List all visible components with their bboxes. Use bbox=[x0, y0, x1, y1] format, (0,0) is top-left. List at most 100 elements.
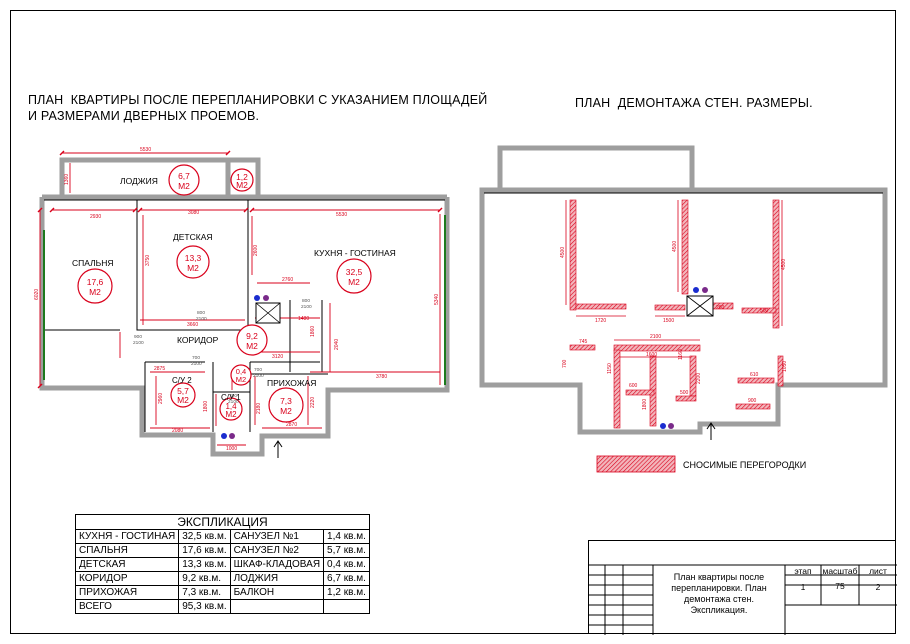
demolished-wall-8 bbox=[613, 344, 701, 352]
table-cell: СПАЛЬНЯ bbox=[74, 543, 180, 558]
table-cell: САНУЗЕЛ №1 bbox=[229, 529, 325, 544]
stamp-scale-value: 75 bbox=[835, 581, 845, 591]
area-corridor: 9,2 bbox=[246, 331, 258, 341]
room-bath2: С/У 2 bbox=[172, 376, 192, 385]
table-row: КУХНЯ - ГОСТИНАЯ 32,5 кв.м. САНУЗЕЛ №1 1… bbox=[74, 529, 370, 544]
table-cell: ЛОДЖИЯ bbox=[229, 571, 325, 586]
demolished-wall-5 bbox=[772, 199, 780, 329]
dim-k-door: 2760 bbox=[282, 277, 293, 283]
table-cell: КОРИДОР bbox=[74, 571, 180, 586]
dim-c3660: 3660 bbox=[187, 322, 198, 328]
table-row: ПРИХОЖАЯ 7,3 кв.м. БАЛКОН 1,2 кв.м. bbox=[74, 585, 370, 600]
door-bath1-h: 2100 bbox=[228, 399, 239, 405]
door-kids-w: 800 bbox=[197, 310, 205, 316]
dim-r-e: 4500 bbox=[781, 259, 787, 270]
table-cell: 17,6 кв.м. bbox=[178, 543, 231, 558]
demolished-wall-13 bbox=[675, 395, 697, 402]
area-kitchen: 32,5 bbox=[346, 267, 363, 277]
door-bath2-h: 2100 bbox=[191, 361, 202, 367]
left-plan-title: ПЛАН КВАРТИРЫ ПОСЛЕ ПЕРЕПЛАНИРОВКИ С УКА… bbox=[28, 93, 488, 123]
dim-c3120: 3120 bbox=[272, 354, 283, 360]
dim-v1860: 1860 bbox=[310, 326, 316, 337]
area-kids: 13,3 bbox=[185, 253, 202, 263]
area-kids-unit: М2 bbox=[187, 263, 199, 273]
dim-r-k: 700 bbox=[562, 359, 568, 368]
area-loggia: 6,7 bbox=[178, 171, 190, 181]
right-plan-title: ПЛАН ДЕМОНТАЖА СТЕН. РАЗМЕРЫ. bbox=[575, 96, 813, 110]
demolished-wall-17 bbox=[777, 355, 784, 387]
demolished-wall-11 bbox=[625, 389, 655, 396]
area-bath2-unit: М2 bbox=[177, 395, 189, 405]
legend-swatch bbox=[596, 455, 676, 473]
dim-loggia-h: 1360 bbox=[64, 174, 70, 185]
room-corridor: КОРИДОР bbox=[177, 335, 219, 345]
table-cell: САНУЗЕЛ №2 bbox=[229, 543, 325, 558]
table-cell: 5,7 кв.м. bbox=[323, 543, 370, 558]
table-cell: КУХНЯ - ГОСТИНАЯ bbox=[74, 529, 180, 544]
table-cell bbox=[229, 599, 325, 614]
dim-r-b: 1720 bbox=[595, 318, 606, 324]
dim-r-j: 745 bbox=[579, 339, 588, 345]
door-closet-w: 700 bbox=[254, 367, 262, 373]
explication-header: ЭКСПЛИКАЦИЯ bbox=[75, 514, 370, 530]
dim-b2870: 2870 bbox=[286, 422, 297, 428]
dim-top: 5530 bbox=[140, 147, 151, 153]
table-cell bbox=[323, 599, 370, 614]
dim-r-i: 1600 bbox=[646, 352, 657, 358]
stamp-scale-header: масштаб bbox=[822, 566, 858, 576]
table-cell: ВСЕГО bbox=[74, 599, 180, 614]
demolished-wall-6 bbox=[741, 307, 777, 314]
area-closet-unit: М2 bbox=[236, 375, 246, 384]
room-kids: ДЕТСКАЯ bbox=[173, 232, 213, 242]
door-kit-h: 2100 bbox=[301, 304, 312, 310]
dim-r-c: 1500 bbox=[663, 318, 674, 324]
table-cell: 7,3 кв.м. bbox=[178, 585, 231, 600]
dim-v2960: 2960 bbox=[158, 393, 164, 404]
legend-label: СНОСИМЫЕ ПЕРЕГОРОДКИ bbox=[683, 460, 807, 470]
table-cell: 9,2 кв.м. bbox=[178, 571, 231, 586]
table-cell: 6,7 кв.м. bbox=[323, 571, 370, 586]
dim-r-p: 500 bbox=[680, 390, 689, 396]
dim-kit-w: 5530 bbox=[336, 212, 347, 218]
drawing-frame bbox=[10, 10, 896, 634]
area-loggia-unit: М2 bbox=[178, 181, 190, 191]
title-block-grid bbox=[589, 564, 897, 635]
room-bedroom: СПАЛЬНЯ bbox=[72, 258, 114, 268]
area-closet: 0,4 bbox=[236, 367, 246, 376]
stamp-description: План квартиры после перепланировки. План… bbox=[671, 572, 767, 615]
entrance-arrow-icon bbox=[273, 440, 283, 458]
demolished-wall-4 bbox=[654, 304, 686, 311]
demolished-wall-2 bbox=[575, 303, 627, 310]
dim-r-f: 500 bbox=[760, 308, 769, 314]
table-cell: БАЛКОН bbox=[229, 585, 325, 600]
area-balcony-unit: М2 bbox=[236, 180, 248, 190]
dim-b1000: 1000 bbox=[226, 446, 237, 452]
table-cell: 1,2 кв.м. bbox=[323, 585, 370, 600]
area-hall-unit: М2 bbox=[280, 406, 292, 416]
dim-r-r: 900 bbox=[748, 398, 757, 404]
dim-r-t: 1160 bbox=[678, 349, 684, 360]
dim-bed-h: 6020 bbox=[34, 289, 40, 300]
stamp-sheet-header: лист bbox=[869, 566, 887, 576]
dim-b2875: 2875 bbox=[154, 366, 165, 372]
explication-table: ЭКСПЛИКАЦИЯ КУХНЯ - ГОСТИНАЯ 32,5 кв.м. … bbox=[74, 514, 370, 614]
demolished-wall-14 bbox=[569, 344, 596, 351]
area-corridor-unit: М2 bbox=[246, 341, 258, 351]
dim-r-h: 2100 bbox=[650, 334, 661, 340]
dim-r-s: 1050 bbox=[782, 361, 788, 372]
door-kids-h: 2100 bbox=[196, 316, 207, 322]
dim-b2080: 2080 bbox=[172, 428, 183, 434]
area-bath2: 5,7 bbox=[177, 386, 189, 396]
room-kitchen: КУХНЯ - ГОСТИНАЯ bbox=[314, 248, 396, 258]
entrance-arrow-icon bbox=[706, 422, 716, 440]
table-row: ВСЕГО 95,3 кв.м. bbox=[74, 599, 370, 614]
room-loggia: ЛОДЖИЯ bbox=[120, 176, 158, 186]
area-balcony: 1,2 bbox=[236, 172, 248, 182]
table-cell: 95,3 кв.м. bbox=[178, 599, 231, 614]
dim-c1480: 1480 bbox=[298, 316, 309, 322]
demolished-wall-16 bbox=[735, 403, 771, 410]
area-hall: 7,3 bbox=[280, 396, 292, 406]
door-bath2-w: 700 bbox=[192, 355, 200, 361]
